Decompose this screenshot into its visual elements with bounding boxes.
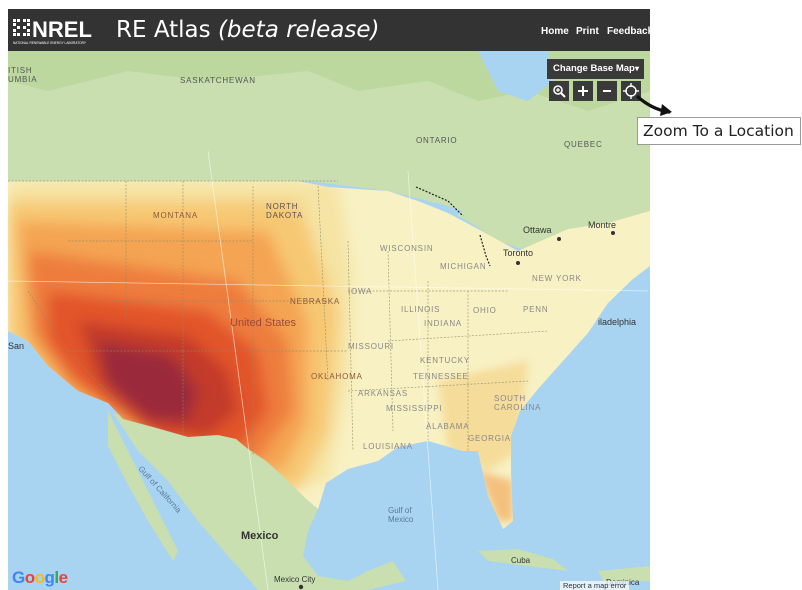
pointer-arrow-icon [636,95,672,116]
title-beta: (beta release) [217,17,380,43]
logo-wordmark: NREL [32,17,92,42]
title-main: RE Atlas [116,17,211,43]
label-montreal: Montre [588,220,616,230]
label-toronto: Toronto [503,248,533,258]
label-penn: PENN [523,305,548,314]
label-arkansas: ARKANSAS [358,389,408,398]
label-cuba: Cuba [511,556,531,565]
re-atlas-app: NREL NATIONAL RENEWABLE ENERGY LABORATOR… [8,9,650,590]
label-quebec: QUEBEC [564,140,603,149]
zoom-out-icon [603,90,611,92]
google-logo: Google [12,568,68,587]
nav-feedback-link[interactable]: Feedback [607,26,650,37]
label-ottawa: Ottawa [523,225,552,235]
label-alabama: ALABAMA [426,422,469,431]
label-indiana: INDIANA [424,319,462,328]
zoom-in-button[interactable] [573,81,593,101]
zoom-in-icon [578,86,588,96]
label-louisiana: LOUISIANA [363,442,413,451]
zoom-magnifier-icon [553,85,566,98]
label-missouri: MISSOURI [348,342,394,351]
label-kentucky: KENTUCKY [420,356,470,365]
label-michigan: MICHIGAN [440,262,486,271]
zoom-to-location-tooltip: Zoom To a Location [637,117,801,145]
zoom-out-button[interactable] [597,81,617,101]
label-philadelphia: iladelphia [598,317,636,327]
report-map-error-link[interactable]: Report a map error [560,581,630,590]
label-new-york: NEW YORK [532,274,582,283]
locate-button[interactable] [621,81,641,101]
nrel-logo[interactable]: NREL NATIONAL RENEWABLE ENERGY LABORATOR… [13,15,97,47]
app-header: NREL NATIONAL RENEWABLE ENERGY LABORATOR… [8,9,650,51]
label-tennessee: TENNESSEE [413,372,469,381]
logo-subtext: NATIONAL RENEWABLE ENERGY LABORATORY [13,41,87,45]
label-georgia: GEORGIA [468,434,511,443]
label-oklahoma: OKLAHOMA [311,372,363,381]
label-mexico-city: Mexico City [274,575,315,584]
label-saskatchewan: SASKATCHEWAN [180,76,256,85]
page-title: RE Atlas (beta release) [116,17,379,43]
label-nebraska: NEBRASKA [290,297,340,306]
label-ontario: ONTARIO [416,136,457,145]
label-mississippi: MISSISSIPPI [386,404,442,413]
chevron-down-icon: ▾ [634,64,639,73]
zoom-magnifier-button[interactable] [549,81,569,101]
label-mexico: Mexico [241,530,279,542]
label-ohio: OHIO [473,306,497,315]
nav-print-link[interactable]: Print [576,26,599,37]
change-base-map-button[interactable]: Change Base Map ▾ [547,59,644,79]
label-wisconsin: WISCONSIN [380,244,433,253]
change-base-map-label: Change Base Map [553,63,635,74]
locate-crosshair-icon [623,83,639,99]
label-illinois: ILLINOIS [401,305,440,314]
label-san-francisco: San [8,341,24,351]
label-montana: MONTANA [153,211,198,220]
nav-home-link[interactable]: Home [541,26,569,37]
label-iowa: IOWA [348,287,372,296]
label-united-states: United States [230,317,297,329]
